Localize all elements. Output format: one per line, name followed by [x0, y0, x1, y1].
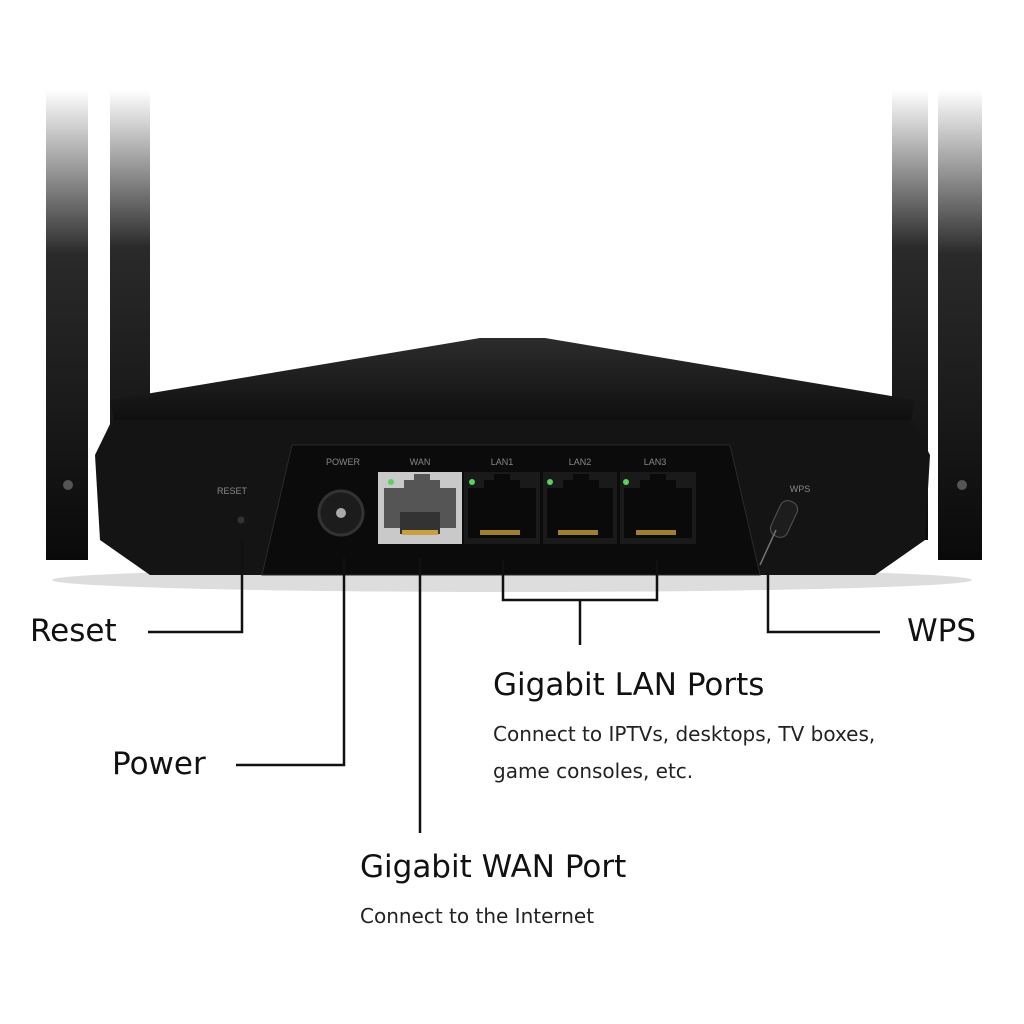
lan2-print: LAN2: [569, 457, 592, 467]
lan-port-2: [543, 472, 617, 544]
power-print: POWER: [326, 457, 361, 467]
wps-button: [759, 500, 799, 566]
wan-print: WAN: [410, 457, 431, 467]
router-top: [110, 338, 915, 425]
wan-port: [378, 472, 462, 544]
power-leader: [236, 558, 346, 767]
left-antenna: [46, 90, 150, 560]
lan-callout-desc-2: game consoles, etc.: [493, 759, 694, 783]
wan-callout-desc: Connect to the Internet: [360, 904, 595, 928]
reset-leader: [148, 540, 244, 634]
lan-port-1: [464, 472, 540, 544]
lan3-print: LAN3: [644, 457, 667, 467]
lan1-print: LAN1: [491, 457, 514, 467]
wps-callout: WPS: [907, 613, 977, 649]
power-callout: Power: [112, 746, 206, 782]
lan-port-3: [620, 472, 696, 544]
reset-print: RESET: [217, 486, 248, 496]
wps-leader: [766, 572, 880, 634]
wan-callout-title: Gigabit WAN Port: [360, 849, 627, 885]
lan-callout-desc-1: Connect to IPTVs, desktops, TV boxes,: [493, 722, 876, 746]
lan-callout-title: Gigabit LAN Ports: [493, 667, 765, 703]
reset-callout: Reset: [30, 613, 117, 649]
wps-print: WPS: [790, 484, 811, 494]
